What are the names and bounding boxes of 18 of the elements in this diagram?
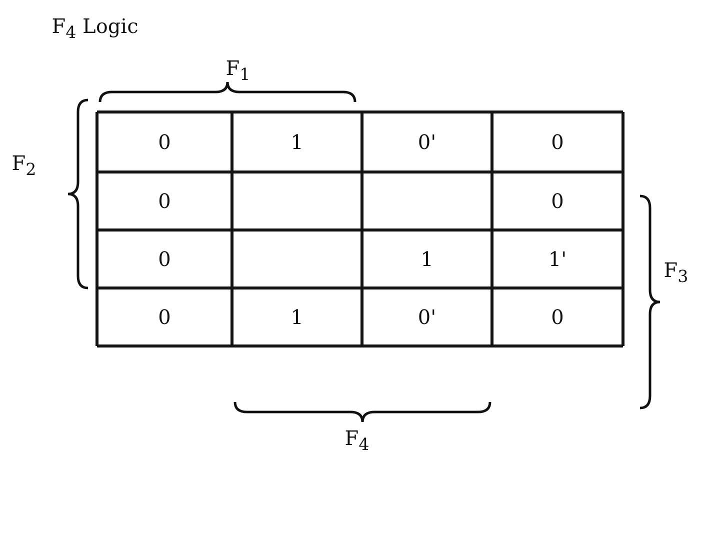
cell-value: 1'	[548, 247, 567, 271]
diagram-title: F$_{4}$ Logic	[52, 14, 138, 42]
cell-value: 0	[551, 189, 564, 213]
cell-value: 1	[290, 305, 304, 329]
cell-value: 0'	[418, 130, 436, 154]
cell-value: 0	[158, 130, 171, 154]
cell-value: 1	[420, 247, 434, 271]
variable-label: F$_{1}$	[226, 56, 250, 84]
cell-value: 1	[290, 130, 304, 154]
cell-value: 0	[158, 189, 171, 213]
variable-label: F$_{2}$	[12, 151, 36, 179]
cell-value: 0'	[418, 305, 436, 329]
cell-value: 0	[551, 130, 564, 154]
variable-label: F$_{3}$	[664, 258, 688, 286]
cell-value: 0	[158, 247, 171, 271]
cell-value: 0	[158, 305, 171, 329]
variable-label: F$_{4}$	[344, 426, 370, 454]
cell-value: 0	[551, 305, 564, 329]
